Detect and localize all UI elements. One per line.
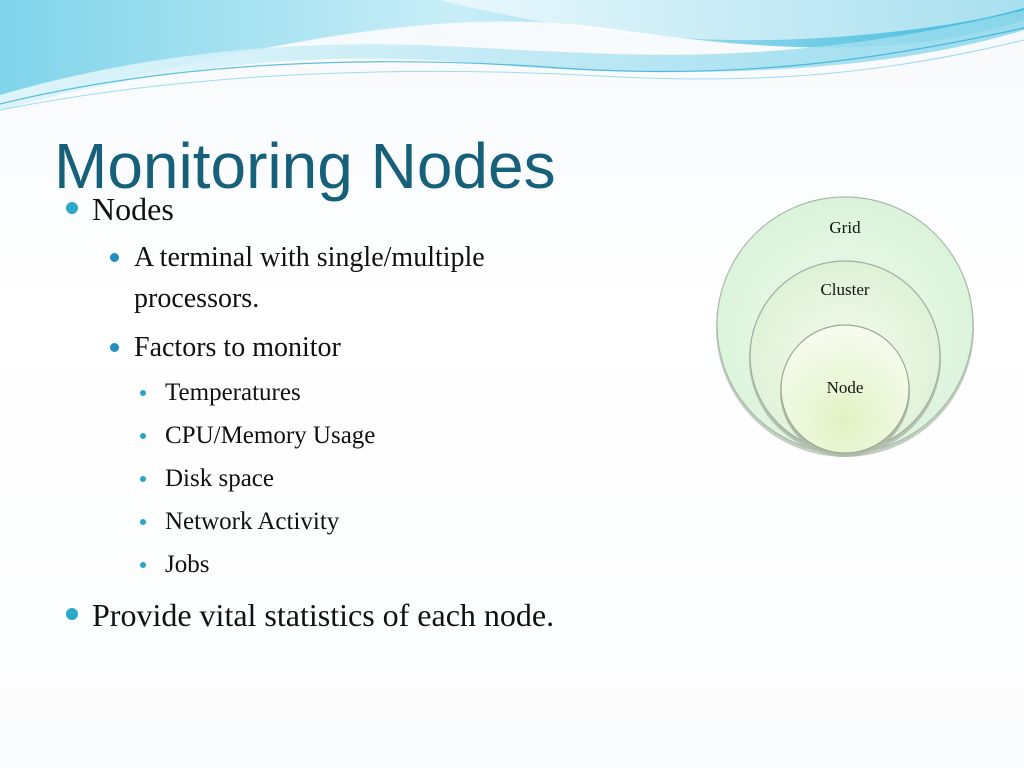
node-circle xyxy=(780,324,910,454)
bullet-text: CPU/Memory Usage xyxy=(165,422,376,449)
bullet-dot-icon xyxy=(140,476,146,482)
bullet-dot-icon xyxy=(140,562,146,568)
bullet-dot-icon xyxy=(66,608,78,620)
grid-label: Grid xyxy=(829,218,861,237)
bullet-dot-icon xyxy=(140,519,146,525)
factor-item: Disk space xyxy=(140,463,274,495)
bullet-dot-icon xyxy=(110,253,119,262)
bullet-terminal: A terminal with single/multiple xyxy=(110,240,485,276)
decorative-wave-banner xyxy=(0,0,1024,111)
factor-item: CPU/Memory Usage xyxy=(140,420,376,452)
bullet-vital-statistics: Provide vital statistics of each node. xyxy=(66,596,555,634)
bullet-dot-icon xyxy=(66,202,78,214)
bullet-text: Jobs xyxy=(165,551,210,578)
bullet-text: Network Activity xyxy=(165,508,340,535)
bullet-list: Nodes A terminal with single/multiple pr… xyxy=(66,190,555,634)
bullet-text: Factors to monitor xyxy=(134,332,341,363)
factor-item: Network Activity xyxy=(140,506,340,538)
bullet-dot-icon xyxy=(140,433,146,439)
node-label: Node xyxy=(827,378,864,397)
bullet-text: Nodes xyxy=(92,191,174,227)
factor-item: Temperatures xyxy=(140,377,301,409)
bullet-text: processors. xyxy=(134,283,260,314)
bullet-terminal-continued: processors. xyxy=(134,281,259,317)
bullet-dot-icon xyxy=(140,390,146,396)
cluster-label: Cluster xyxy=(820,280,869,299)
bullet-text: A terminal with single/multiple xyxy=(134,242,485,273)
bullet-text: Temperatures xyxy=(165,379,301,406)
bullet-text: Disk space xyxy=(165,465,274,492)
bullet-dot-icon xyxy=(110,343,119,352)
bullet-nodes: Nodes xyxy=(66,190,174,228)
nested-circles-diagram: Grid Cluster Node xyxy=(716,196,974,457)
slide-title: Monitoring Nodes xyxy=(54,130,556,202)
factor-item: Jobs xyxy=(140,549,210,581)
bullet-text: Provide vital statistics of each node. xyxy=(92,597,555,633)
bullet-factors: Factors to monitor xyxy=(110,330,341,366)
